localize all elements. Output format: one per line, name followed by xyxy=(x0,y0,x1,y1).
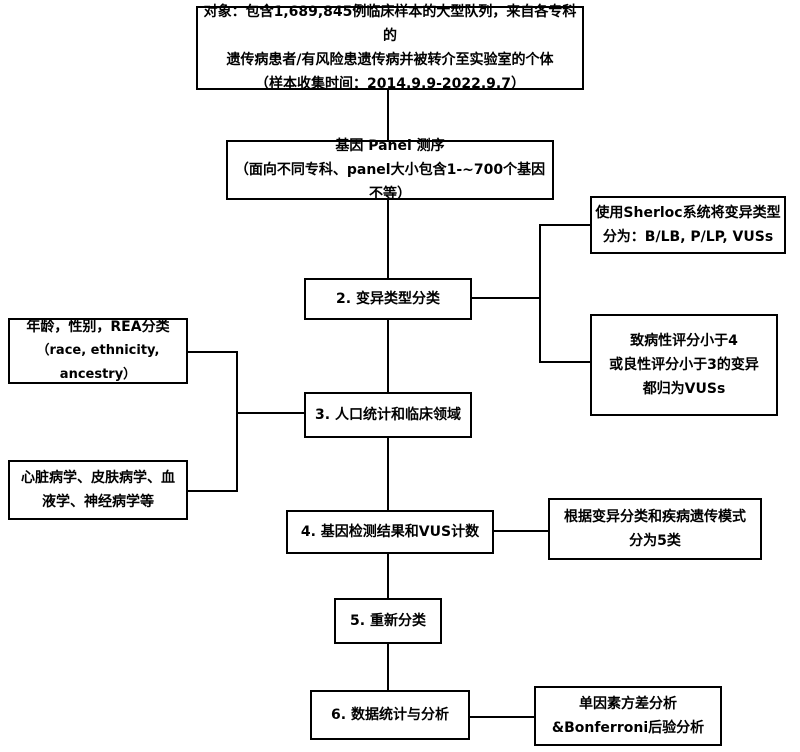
connector-step3-to-step4 xyxy=(387,436,389,510)
node-step5-label: 5. 重新分类 xyxy=(350,613,426,629)
node-sequencing-line-1: 基因 Panel 测序 xyxy=(335,138,445,154)
node-step3: 3. 人口统计和临床领域 xyxy=(304,392,472,438)
node-inheritance-line-1: 根据变异分类和疾病遗传模式 xyxy=(564,509,746,525)
node-subject-line-2: 遗传病患者/有风险患遗传病并被转介至实验室的个体 xyxy=(226,52,554,68)
connector-step4-to-step5 xyxy=(387,552,389,598)
node-sequencing: 基因 Panel 测序 （面向不同专科、panel大小包含1-~700个基因不等… xyxy=(226,138,554,202)
node-analysis-line-2: &Bonferroni后验分析 xyxy=(551,720,705,736)
connector-step2-branch-vertical xyxy=(539,224,541,362)
connector-to-clinical-areas xyxy=(186,490,238,492)
connector-to-pathogenic-score xyxy=(539,361,591,363)
node-demographics: 年龄，性别，REA分类 （race, ethnicity, ancestry） xyxy=(8,318,188,384)
node-step2-label: 2. 变异类型分类 xyxy=(336,291,440,307)
connector-to-inheritance xyxy=(492,530,548,532)
connector-step2-to-step3 xyxy=(387,318,389,392)
connector-subject-to-sequencing xyxy=(387,88,389,140)
connector-to-demographics xyxy=(186,351,238,353)
node-step4: 4. 基因检测结果和VUS计数 xyxy=(286,510,494,554)
node-subject-line-3: （样本收集时间：2014.9.9-2022.9.7） xyxy=(255,76,525,92)
node-pathogenic-score-line-3: 都归为VUSs xyxy=(642,381,726,397)
node-pathogenic-score: 致病性评分小于4 或良性评分小于3的变异 都归为VUSs xyxy=(590,314,778,416)
node-clinical-areas-line-1: 心脏病学、皮肤病学、血 xyxy=(21,470,175,486)
node-demographics-line-2: （race, ethnicity, ancestry） xyxy=(36,343,160,382)
node-subject: 对象：包含1,689,845例临床样本的大型队列，来自各专科的 遗传病患者/有风… xyxy=(196,4,584,92)
node-pathogenic-score-line-1: 致病性评分小于4 xyxy=(630,333,738,349)
connector-step3-branch-vertical xyxy=(236,351,238,491)
node-subject-line-1: 对象：包含1,689,845例临床样本的大型队列，来自各专科的 xyxy=(203,4,577,44)
node-step3-label: 3. 人口统计和临床领域 xyxy=(315,407,461,423)
node-inheritance-line-2: 分为5类 xyxy=(629,533,681,549)
node-sherloc: 使用Sherloc系统将变异类型 分为：B/LB, P/LP, VUSs xyxy=(590,196,786,254)
node-analysis: 单因素方差分析 &Bonferroni后验分析 xyxy=(534,686,722,746)
node-sherloc-line-1: 使用Sherloc系统将变异类型 xyxy=(595,205,781,221)
node-inheritance: 根据变异分类和疾病遗传模式 分为5类 xyxy=(548,498,762,560)
connector-step5-to-step6 xyxy=(387,642,389,690)
node-step4-label: 4. 基因检测结果和VUS计数 xyxy=(300,524,480,540)
connector-step3-branch xyxy=(236,412,304,414)
connector-to-analysis xyxy=(468,716,534,718)
node-sequencing-line-2: （面向不同专科、panel大小包含1-~700个基因不等） xyxy=(234,162,546,202)
connector-sequencing-to-step2 xyxy=(387,198,389,278)
connector-to-sherloc xyxy=(539,224,591,226)
node-pathogenic-score-line-2: 或良性评分小于3的变异 xyxy=(609,357,759,373)
node-step5: 5. 重新分类 xyxy=(334,598,442,644)
node-clinical-areas: 心脏病学、皮肤病学、血 液学、神经病学等 xyxy=(8,460,188,520)
node-sherloc-line-2: 分为：B/LB, P/LP, VUSs xyxy=(602,229,774,245)
node-step6-label: 6. 数据统计与分析 xyxy=(331,707,449,723)
node-step6: 6. 数据统计与分析 xyxy=(310,690,470,740)
node-clinical-areas-line-2: 液学、神经病学等 xyxy=(42,494,154,510)
node-analysis-line-1: 单因素方差分析 xyxy=(579,696,677,712)
node-step2: 2. 变异类型分类 xyxy=(304,278,472,320)
node-demographics-line-1: 年龄，性别，REA分类 xyxy=(26,319,170,335)
connector-step2-branch xyxy=(470,297,540,299)
